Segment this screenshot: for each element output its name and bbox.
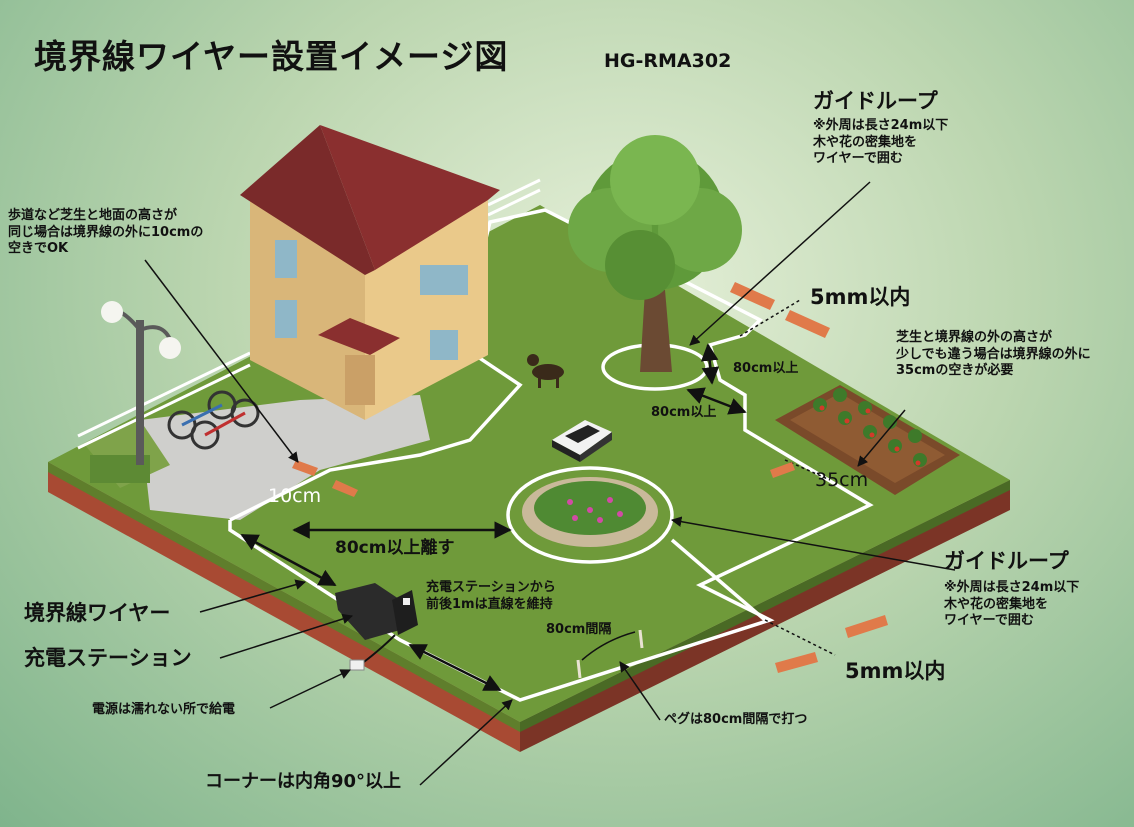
plug-icon	[349, 659, 365, 671]
boundary-wire-label: 境界線ワイヤー	[24, 601, 171, 625]
robot-mower-icon	[552, 420, 612, 462]
peg-note: ペグは80cm間隔で打つ	[664, 712, 808, 727]
sidewalk-note: 歩道など芝生と地面の高さが 同じ場合は境界線の外に10cmの 空きでOK	[8, 208, 204, 257]
gap-5mm-top: 5mm以内	[810, 285, 911, 309]
station-straight-note: 充電ステーションから 前後1mは直線を維持	[426, 580, 556, 612]
flower-bed	[522, 477, 658, 547]
power-note: 電源は濡れない所で給電	[92, 702, 236, 717]
gap-10cm: 10cm	[268, 485, 322, 507]
gap-35cm: 35cm	[815, 469, 869, 491]
height-diff-note: 芝生と境界線の外の高さが 少しでも違う場合は境界線の外に 35cmの空きが必要	[896, 330, 1091, 379]
charging-station-label: 充電ステーション	[24, 646, 192, 670]
guide-loop-right-note: ※外周は長さ24m以下 木や花の密集地を ワイヤーで囲む	[944, 580, 1080, 629]
keep-80cm-label: 80cm以上離す	[335, 538, 455, 558]
flower-guide-loop	[506, 466, 674, 564]
bicycle-icon	[167, 390, 260, 450]
guide-loop-top-title: ガイドループ	[813, 89, 938, 113]
page-title: 境界線ワイヤー設置イメージ図	[34, 37, 509, 76]
fence	[77, 178, 541, 450]
tree-icon	[568, 135, 742, 372]
guide-loop-right-title: ガイドループ	[944, 549, 1069, 573]
vegetable-bed	[775, 385, 960, 495]
house	[240, 125, 500, 420]
street-lamp-icon	[101, 301, 181, 465]
lawn	[48, 205, 1010, 722]
gap-arrows	[292, 282, 888, 673]
charging-station-icon	[335, 583, 418, 640]
tree-clearance-b: 80cm以上	[651, 405, 717, 420]
model-number: HG-RMA302	[604, 50, 732, 72]
corner-note: コーナーは内角90°以上	[205, 771, 402, 792]
gap-5mm-bottom: 5mm以内	[845, 659, 946, 683]
peg-icon	[576, 629, 644, 679]
guide-loop-top-note: ※外周は長さ24m以下 木や花の密集地を ワイヤーで囲む	[813, 118, 949, 167]
tree-clearance-a: 80cm以上	[733, 361, 799, 376]
dog-icon	[527, 354, 564, 388]
peg-interval-label: 80cm間隔	[546, 622, 612, 637]
